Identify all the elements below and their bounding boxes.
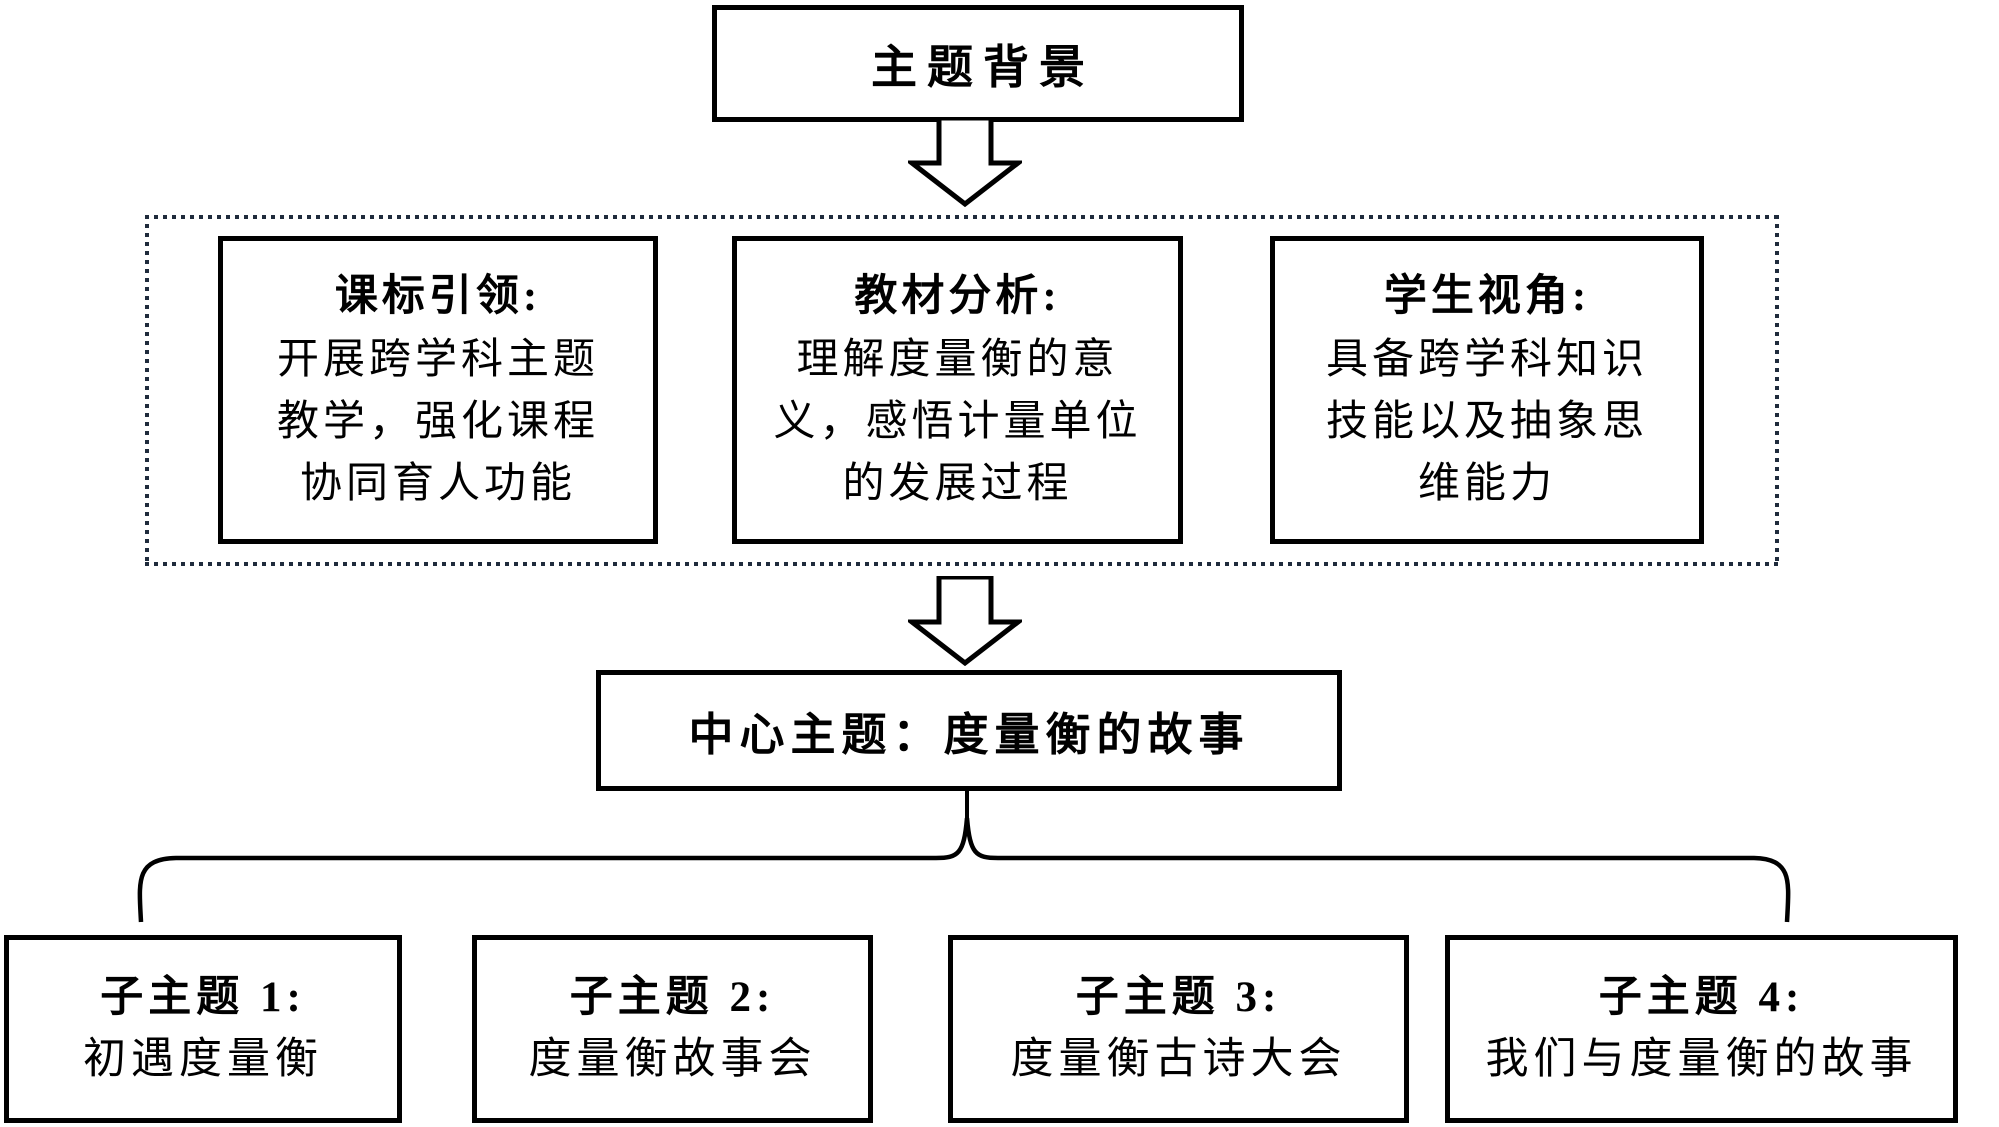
- context-group-frame: 课标引领: 开展跨学科主题 教学，强化课程 协同育人功能 教材分析: 理解度量衡…: [145, 215, 1779, 566]
- sub-theme-box-4: 子主题 4: 我们与度量衡的故事: [1445, 935, 1958, 1123]
- context-box-textbook-line: 的发展过程: [842, 461, 1073, 508]
- theme-background-label: 主题背景: [871, 41, 1095, 93]
- sub-theme-1-title: 子主题 1:: [100, 973, 306, 1021]
- context-box-student-line: 技能以及抽象思: [1325, 399, 1648, 446]
- sub-theme-3-body: 度量衡古诗大会: [1010, 1036, 1347, 1083]
- context-box-textbook-line: 义，感悟计量单位: [773, 399, 1142, 446]
- context-box-textbook: 教材分析: 理解度量衡的意 义，感悟计量单位 的发展过程: [732, 236, 1183, 544]
- central-theme-label: 中心主题：度量衡的故事: [688, 710, 1250, 760]
- context-box-curriculum-line: 教学，强化课程: [276, 399, 599, 446]
- sub-theme-1-body: 初遇度量衡: [83, 1036, 323, 1083]
- context-box-student-line: 维能力: [1417, 461, 1556, 508]
- context-box-curriculum: 课标引领: 开展跨学科主题 教学，强化课程 协同育人功能: [218, 236, 658, 544]
- sub-theme-2-body: 度量衡故事会: [528, 1036, 817, 1083]
- context-box-textbook-line: 理解度量衡的意: [796, 337, 1119, 384]
- sub-theme-2-title: 子主题 2:: [569, 973, 776, 1021]
- context-box-curriculum-line: 协同育人功能: [299, 461, 576, 508]
- context-box-textbook-title: 教材分析:: [854, 272, 1061, 320]
- central-theme-box: 中心主题：度量衡的故事: [596, 670, 1342, 791]
- context-box-curriculum-line: 开展跨学科主题: [276, 337, 599, 384]
- sub-theme-3-title: 子主题 3:: [1075, 973, 1282, 1021]
- down-block-arrow-icon: [908, 117, 1022, 207]
- sub-theme-4-title: 子主题 4:: [1598, 973, 1805, 1021]
- sub-theme-box-3: 子主题 3: 度量衡古诗大会: [948, 935, 1409, 1123]
- sub-theme-box-1: 子主题 1: 初遇度量衡: [4, 935, 402, 1123]
- context-box-student: 学生视角: 具备跨学科知识 技能以及抽象思 维能力: [1270, 236, 1704, 544]
- theme-background-box: 主题背景: [712, 5, 1244, 122]
- down-block-arrow-icon: [908, 576, 1022, 666]
- context-box-student-title: 学生视角:: [1383, 272, 1591, 320]
- sub-theme-4-body: 我们与度量衡的故事: [1485, 1036, 1918, 1083]
- sub-theme-box-2: 子主题 2: 度量衡故事会: [472, 935, 873, 1123]
- context-box-curriculum-title: 课标引领:: [334, 272, 542, 320]
- context-box-student-line: 具备跨学科知识: [1325, 337, 1648, 384]
